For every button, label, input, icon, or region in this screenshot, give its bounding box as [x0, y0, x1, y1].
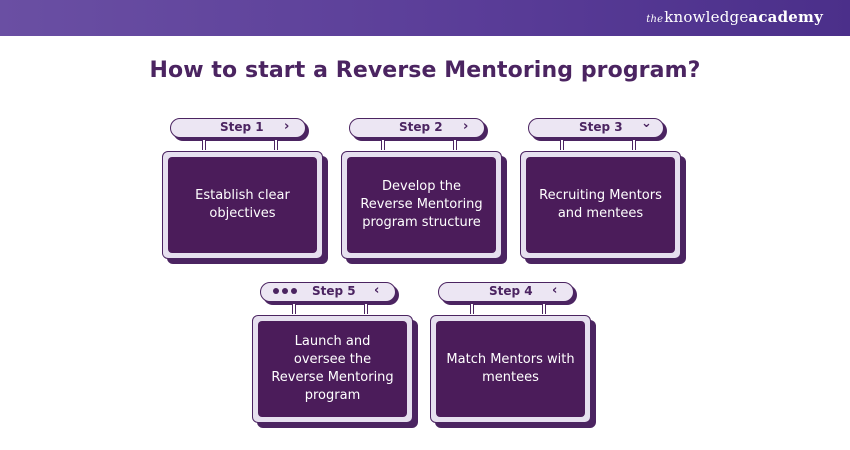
connector-post: [542, 304, 546, 314]
step-2-pill: Step 2 ›: [349, 118, 485, 138]
brand-knowledge: knowledge: [664, 8, 749, 26]
chevron-left-icon: ‹: [552, 283, 558, 298]
step-2-card: Develop the Reverse Mentoring program st…: [341, 151, 502, 259]
step-3-pill: Step 3 ⌄: [528, 116, 664, 138]
connector-post: [632, 140, 636, 150]
connector-post: [364, 304, 368, 314]
step-1-pill: Step 1 ›: [170, 118, 306, 138]
connector-post: [560, 140, 564, 150]
connector-post: [202, 140, 206, 150]
step-5-label: Step 5: [312, 284, 356, 298]
dots-icon: [273, 288, 297, 294]
chevron-right-icon: ›: [463, 119, 469, 134]
step-3-text: Recruiting Mentors and mentees: [539, 188, 662, 221]
step-4-text: Match Mentors with mentees: [446, 352, 575, 385]
step-2-label: Step 2: [399, 120, 443, 134]
step-3-card: Recruiting Mentors and mentees: [520, 151, 681, 259]
step-3-label: Step 3: [579, 120, 623, 134]
header-banner: theknowledgeacademy: [0, 0, 850, 36]
page-title: How to start a Reverse Mentoring program…: [149, 58, 701, 83]
chevron-right-icon: ›: [284, 119, 290, 134]
connector-post: [453, 140, 457, 150]
step-1-text: Establish clear objectives: [195, 188, 290, 221]
step-1-card: Establish clear objectives: [162, 151, 323, 259]
brand-academy: academy: [748, 8, 823, 26]
chevron-left-icon: ‹: [374, 283, 380, 298]
chevron-down-icon: ⌄: [641, 116, 652, 131]
step-1-label: Step 1: [220, 120, 264, 134]
step-5-card: Launch and oversee the Reverse Mentoring…: [252, 315, 413, 423]
step-2-text: Develop the Reverse Mentoring program st…: [360, 179, 483, 230]
step-5-pill: Step 5 ‹: [260, 282, 396, 302]
connector-post: [381, 140, 385, 150]
step-4-card: Match Mentors with mentees: [430, 315, 591, 423]
connector-post: [274, 140, 278, 150]
connector-post: [470, 304, 474, 314]
step-5-text: Launch and oversee the Reverse Mentoring…: [271, 334, 394, 403]
brand-logo: theknowledgeacademy: [646, 8, 823, 26]
step-4-pill: Step 4 ‹: [438, 282, 574, 302]
brand-the: the: [646, 14, 664, 25]
connector-post: [292, 304, 296, 314]
step-4-label: Step 4: [489, 284, 533, 298]
